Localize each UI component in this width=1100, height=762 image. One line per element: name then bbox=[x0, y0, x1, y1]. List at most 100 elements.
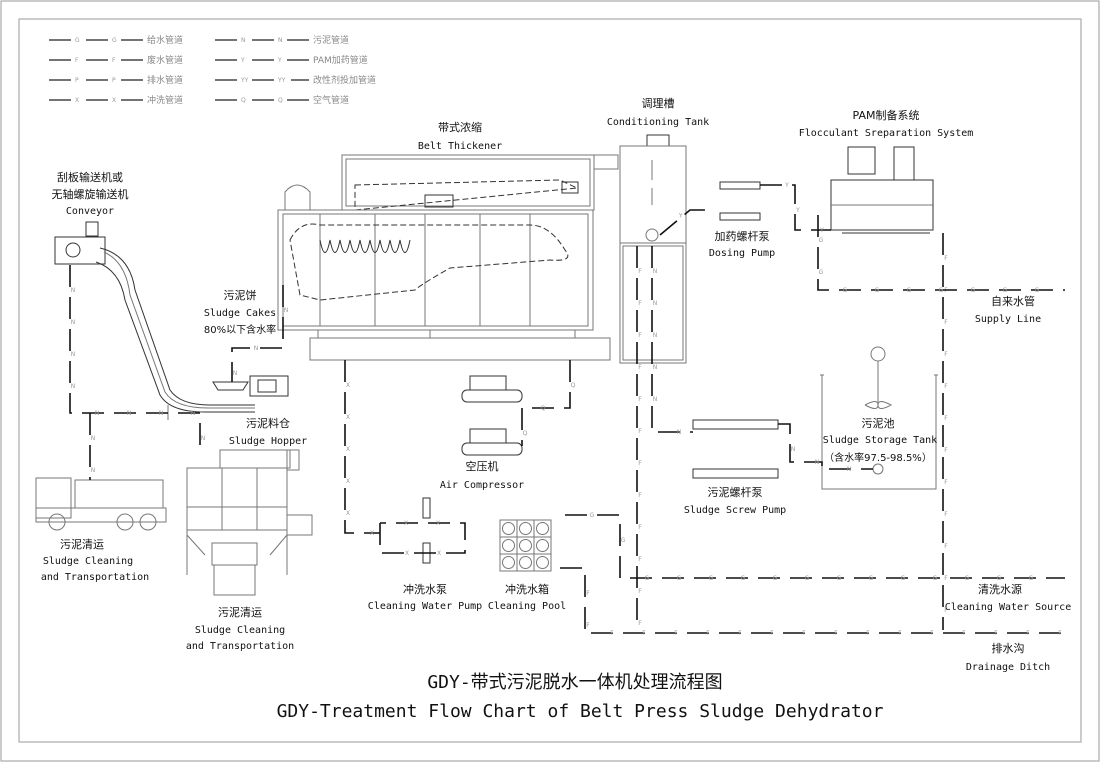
sludge-cakes-note: 80%以下含水率 bbox=[204, 323, 276, 336]
pipe-code: F bbox=[944, 415, 948, 422]
pipe-code: G bbox=[677, 575, 682, 582]
legend-code: Y bbox=[240, 57, 245, 64]
legend-label: 废水管道 bbox=[147, 54, 183, 66]
legend-label: 污泥管道 bbox=[313, 34, 349, 46]
pipe-code: N bbox=[71, 287, 76, 294]
conveyor-label-en: Conveyor bbox=[66, 206, 114, 217]
pipe-code: N bbox=[254, 345, 259, 352]
pipe-code: X bbox=[346, 510, 350, 517]
pipe-code: G bbox=[1003, 287, 1008, 294]
pipe-code: G bbox=[997, 575, 1002, 582]
conditioning-tank: 调理槽 Conditioning Tank bbox=[607, 97, 709, 364]
legend-code: X bbox=[75, 97, 79, 104]
pipe-code: Y bbox=[784, 182, 789, 189]
supply-line-en: Supply Line bbox=[975, 314, 1041, 325]
pipe-code: F bbox=[638, 332, 642, 339]
pipe-code: G bbox=[1035, 287, 1040, 294]
truck-left-en2: and Transportation bbox=[41, 572, 149, 583]
sludge-hopper: 污泥料仓 Sludge Hopper bbox=[186, 416, 313, 575]
sludge-hopper-en: Sludge Hopper bbox=[229, 436, 307, 447]
pipe-code: F bbox=[944, 351, 948, 358]
drainage-ditch-cn: 排水沟 bbox=[992, 641, 1025, 655]
pipe-code: F bbox=[638, 396, 642, 403]
pipe-code: N bbox=[653, 332, 658, 339]
sludge-cakes-label: 污泥饼 Sludge Cakes 80%以下含水率 bbox=[204, 288, 276, 336]
pipe-Q: QQQ bbox=[521, 360, 576, 446]
pipe-code: F bbox=[770, 630, 774, 637]
title-cn: GDY-带式污泥脱水一体机处理流程图 bbox=[427, 672, 722, 693]
pipe-code: N bbox=[159, 410, 164, 417]
pipe-code: N bbox=[233, 370, 238, 377]
pipe-code: Q bbox=[541, 405, 546, 412]
pipe-code: F bbox=[638, 460, 642, 467]
cleaning-pool bbox=[499, 519, 552, 572]
legend-code: Q bbox=[241, 97, 246, 104]
pipe-code: Q bbox=[571, 382, 576, 389]
pipe-code: F bbox=[802, 630, 806, 637]
legend-code: G bbox=[112, 37, 117, 44]
legend-code: G bbox=[75, 37, 80, 44]
sludge-storage-tank-cn: 污泥池 bbox=[862, 417, 895, 430]
pipe-code: G bbox=[819, 237, 824, 244]
legend-code: F bbox=[112, 57, 116, 64]
pipe-code: N bbox=[91, 467, 96, 474]
pipe-code: F bbox=[638, 588, 642, 595]
pipe-code: G bbox=[805, 575, 810, 582]
pipe-code: N bbox=[191, 410, 196, 417]
pipe-code: F bbox=[586, 590, 590, 597]
belt-thickener-en: Belt Thickener bbox=[418, 141, 502, 152]
pipe-code: N bbox=[201, 435, 206, 442]
pipe-code: X bbox=[346, 382, 350, 389]
cleaning-water-source-en: Cleaning Water Source bbox=[945, 602, 1071, 613]
pipe-code: F bbox=[1026, 630, 1030, 637]
conveyor-motor bbox=[85, 221, 99, 237]
pipe-code: N bbox=[653, 364, 658, 371]
pipe-code: G bbox=[1029, 575, 1034, 582]
pipe-code: Y bbox=[795, 207, 800, 214]
pipe-code: F bbox=[638, 428, 642, 435]
legend-code: N bbox=[278, 37, 283, 44]
pipe-code: G bbox=[971, 287, 976, 294]
truck-bottom-en1: Sludge Cleaning bbox=[195, 625, 285, 636]
conveyor-head bbox=[54, 236, 106, 265]
cleaning-water-pump-cn: 冲洗水泵 bbox=[403, 582, 447, 596]
pipe-code: N bbox=[815, 459, 820, 466]
pipe-Y: YYY bbox=[760, 182, 831, 234]
legend-code: YY bbox=[240, 77, 249, 84]
pipe-code: G bbox=[819, 269, 824, 276]
pipe-code: F bbox=[638, 364, 642, 371]
air-compressor-en: Air Compressor bbox=[440, 480, 524, 491]
pipe-code: F bbox=[930, 630, 934, 637]
legend-code: X bbox=[112, 97, 116, 104]
truck-bottom-en2: and Transportation bbox=[186, 641, 294, 652]
pipe-code: N bbox=[71, 383, 76, 390]
pipe-code: N bbox=[95, 410, 100, 417]
pipe-code: N bbox=[677, 429, 682, 436]
pipe-code: F bbox=[642, 630, 646, 637]
pam-system-cn: PAM制备系统 bbox=[853, 108, 920, 122]
pipe-code: F bbox=[944, 383, 948, 390]
pipe-code: X bbox=[370, 530, 374, 537]
pipe-code: G bbox=[939, 287, 944, 294]
pipe-code: G bbox=[645, 575, 650, 582]
truck-bottom: 污泥清运 Sludge Cleaning and Transportation bbox=[186, 542, 294, 652]
pipe-N: NNN bbox=[231, 285, 288, 382]
pipe-code: N bbox=[847, 466, 852, 473]
pipe-code: F bbox=[994, 630, 998, 637]
pipe-code: X bbox=[405, 550, 409, 557]
title-en: GDY-Treatment Flow Chart of Belt Press S… bbox=[277, 701, 884, 722]
